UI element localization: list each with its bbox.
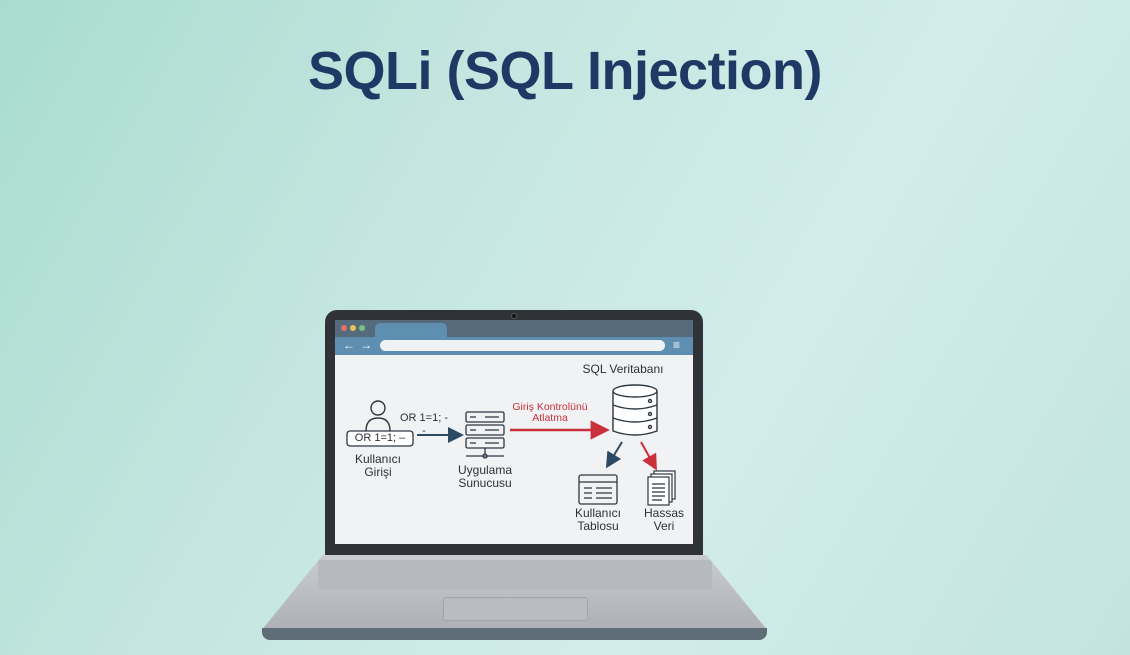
laptop-front-edge	[262, 628, 767, 640]
address-bar[interactable]	[380, 340, 665, 351]
close-window-dot[interactable]	[341, 325, 347, 331]
bypass-label: Giriş Kontrolünü Atlatma	[512, 401, 588, 424]
forward-arrow-icon[interactable]: →	[360, 338, 372, 352]
page-title: SQLi (SQL Injection)	[307, 41, 823, 101]
table-icon	[578, 474, 618, 505]
maximize-window-dot[interactable]	[359, 325, 365, 331]
database-icon	[612, 384, 658, 436]
server-icon	[465, 411, 505, 459]
database-label: SQL Veritabanı	[582, 362, 664, 376]
user-input-box	[346, 430, 414, 447]
trackpad	[443, 597, 588, 621]
browser-tab[interactable]	[375, 323, 447, 337]
sensitive-arrow	[640, 441, 657, 471]
table-label: Kullanıcı Tablosu	[574, 506, 622, 533]
diagram-graphics	[346, 384, 676, 506]
documents-icon	[647, 470, 676, 506]
menu-icon[interactable]: ≡	[673, 338, 681, 352]
sensitive-data-label: Hassas Veri	[643, 506, 684, 533]
user-icon	[365, 400, 391, 432]
browser-tab-bar	[335, 320, 693, 337]
browser-toolbar: ← → ≡	[335, 337, 693, 355]
minimize-window-dot[interactable]	[350, 325, 356, 331]
keyboard-area	[318, 560, 712, 590]
diagram-area: OR 1=1; – Kullanıcı Girişi OR 1=1; -- Uy…	[335, 355, 693, 544]
user-input-value: OR 1=1; –	[354, 432, 406, 444]
user-label: Kullanıcı Girişi	[354, 452, 402, 479]
server-label: Uygulama Sunucusu	[457, 463, 513, 490]
table-arrow	[605, 441, 623, 469]
webcam-icon	[511, 313, 517, 319]
laptop-screen: ← → ≡	[335, 320, 693, 544]
back-arrow-icon[interactable]: ←	[343, 338, 355, 352]
payload-label: OR 1=1; --	[400, 412, 448, 437]
